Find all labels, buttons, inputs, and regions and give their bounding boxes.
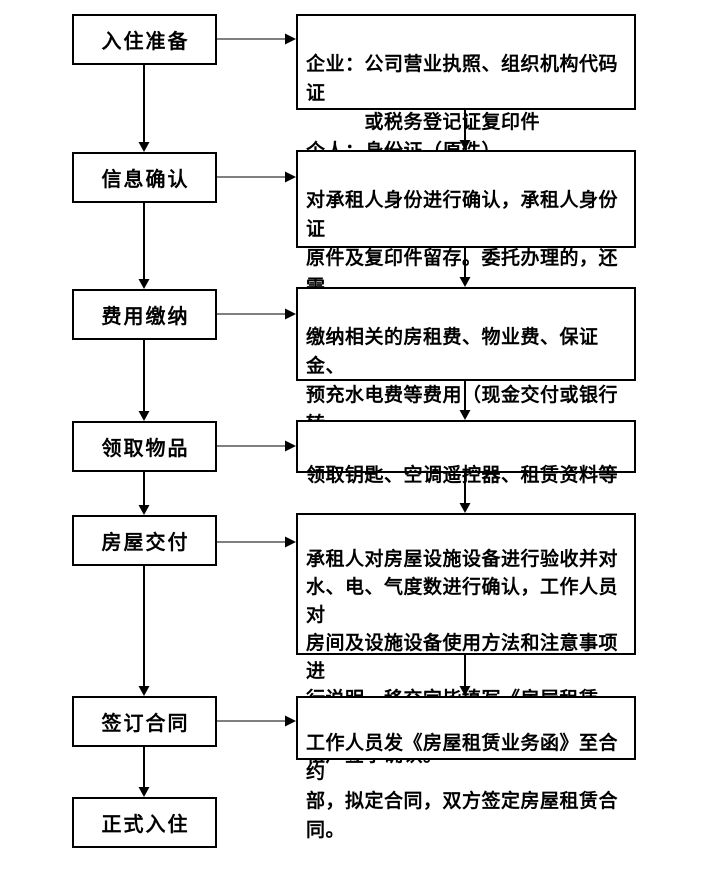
connector-detail1-detail2 [459,110,471,150]
down-arrowhead-icon [459,277,471,287]
connector-step3-step4 [138,340,150,421]
flow-step-label: 签订合同 [101,713,190,735]
flow-step-box-sign-contract: 签订合同 [72,696,217,747]
flow-detail-box-info-confirm: 对承租人身份进行确认，承租人身份证 原件及复印件留存。委托办理的，还需 提供代办… [296,150,636,327]
down-arrowhead-icon [138,686,150,696]
right-arrowhead-icon [285,715,296,727]
flow-step-label: 入住准备 [101,31,190,53]
flow-step-box-official-move-in: 正式入住 [72,797,217,848]
flow-step-box-house-handover: 房屋交付 [72,515,217,566]
down-arrowhead-icon [459,503,471,513]
flow-detail-box-sign-contract: 工作人员发《房屋租赁业务函》至合约 部，拟定合同，双方签定房屋租赁合同。 [296,696,636,841]
down-arrowhead-icon [138,411,150,421]
connector-step6-detail6 [217,715,296,727]
flow-step-label: 信息确认 [101,169,190,191]
down-arrowhead-icon [138,505,150,515]
flow-step-label: 正式入住 [101,814,190,836]
connector-step6-step7 [138,747,150,797]
flow-detail-box-collect-items: 领取钥匙、空调遥控器、租赁资料等 [296,420,636,486]
connector-step5-step6 [138,566,150,696]
right-arrowhead-icon [285,536,296,548]
right-arrowhead-icon [285,440,296,452]
connector-step2-step3 [138,203,150,289]
flow-step-label: 费用缴纳 [101,306,190,328]
down-arrowhead-icon [459,686,471,696]
connector-detail2-detail3 [459,248,471,287]
connector-step4-detail4 [217,440,296,452]
connector-step1-detail1 [217,33,296,45]
connector-step5-detail5 [217,536,296,548]
connector-detail4-detail5 [459,473,471,513]
flow-detail-box-house-handover: 承租人对房屋设施设备进行验收并对 水、电、气度数进行确认，工作人员对 房间及设施… [296,513,636,766]
connector-step1-step2 [138,65,150,152]
connector-detail5-detail6 [459,655,471,696]
right-arrowhead-icon [285,171,296,183]
flow-step-label: 房屋交付 [101,532,190,554]
flow-detail-text: 工作人员发《房屋租赁业务函》至合约 部，拟定合同，双方签定房屋租赁合同。 [306,733,619,841]
right-arrowhead-icon [285,308,296,320]
down-arrowhead-icon [459,410,471,420]
flow-detail-box-fee-payment: 缴纳相关的房租费、物业费、保证金、 预充水电费等费用（现金交付或银行转 帐） [296,287,636,464]
connector-step3-detail3 [217,308,296,320]
flow-detail-text: 领取钥匙、空调遥控器、租赁资料等 [306,465,619,486]
down-arrowhead-icon [138,279,150,289]
down-arrowhead-icon [459,140,471,150]
connector-detail3-detail4 [459,381,471,420]
flow-step-box-fee-payment: 费用缴纳 [72,289,217,340]
flow-step-box-collect-items: 领取物品 [72,421,217,472]
flow-step-box-move-in-prep: 入住准备 [72,14,217,65]
flow-detail-text: 承租人对房屋设施设备进行验收并对 水、电、气度数进行确认，工作人员对 房间及设施… [306,549,619,766]
flow-detail-box-move-in-prep: 企业：公司营业执照、组织机构代码证 或税务登记证复印件 个人：身份证（原件） [296,14,636,162]
down-arrowhead-icon [138,787,150,797]
flow-step-box-info-confirm: 信息确认 [72,152,217,203]
connector-step4-step5 [138,472,150,515]
right-arrowhead-icon [285,33,296,45]
flow-step-label: 领取物品 [101,438,190,460]
down-arrowhead-icon [138,142,150,152]
connector-step2-detail2 [217,171,296,183]
